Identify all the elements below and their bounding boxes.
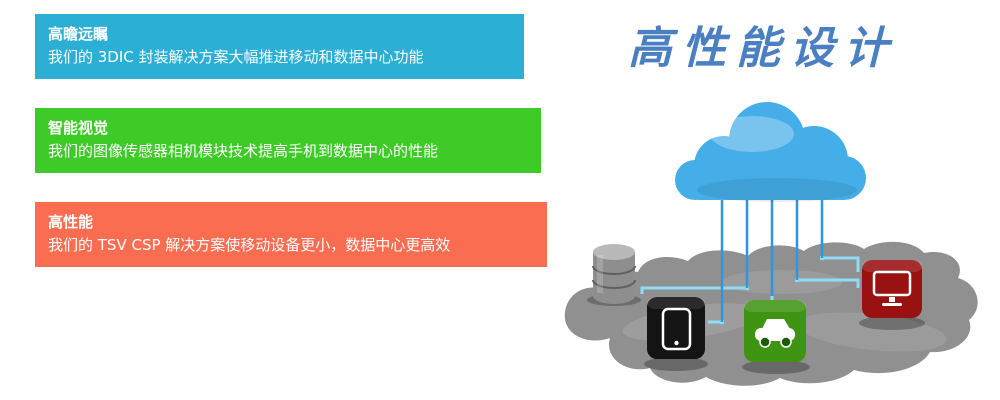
banner-high-performance: 高性能 我们的 TSV CSP 解决方案使移动设备更小，数据中心更高效 xyxy=(35,202,547,267)
tablet-icon xyxy=(644,297,708,371)
car-icon xyxy=(742,300,810,374)
banner-title: 智能视觉 xyxy=(48,119,109,137)
banner-subtitle: 我们的 TSV CSP 解决方案使移动设备更小，数据中心更高效 xyxy=(48,236,451,255)
cloud-connector-lines xyxy=(720,194,824,322)
page-title: 高性能设计 xyxy=(628,23,898,74)
cloud-icon xyxy=(675,102,866,202)
monitor-icon xyxy=(859,260,925,330)
cloud-devices-illustration xyxy=(564,102,978,386)
banner-subtitle: 我们的 3DIC 封装解决方案大幅推进移动和数据中心功能 xyxy=(48,48,424,67)
banner-subtitle: 我们的图像传感器相机模块技术提高手机到数据中心的性能 xyxy=(48,142,439,161)
banner-vision: 高瞻远瞩 我们的 3DIC 封装解决方案大幅推进移动和数据中心功能 xyxy=(35,14,524,79)
database-icon xyxy=(587,244,641,306)
banner-smart-vision: 智能视觉 我们的图像传感器相机模块技术提高手机到数据中心的性能 xyxy=(35,108,541,173)
banner-title: 高性能 xyxy=(48,213,94,231)
banner-title: 高瞻远瞩 xyxy=(48,25,109,43)
